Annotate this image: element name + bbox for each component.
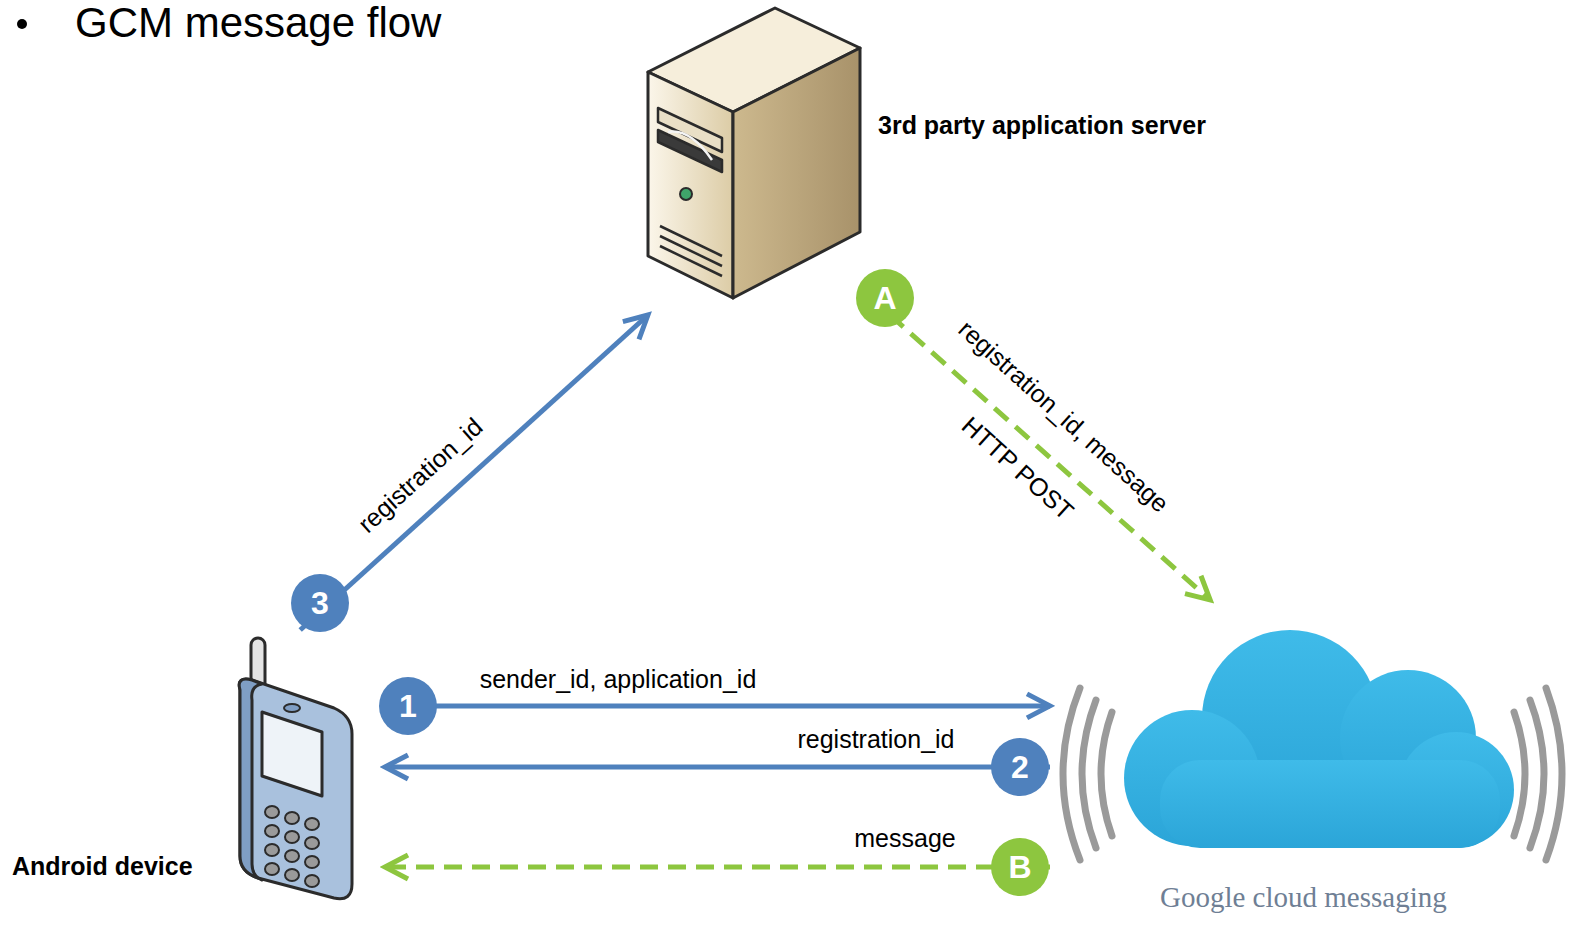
flow-arrow [385, 764, 1050, 769]
node-label: Google cloud messaging [1160, 880, 1447, 914]
edge-label: registration_id [352, 411, 489, 538]
flow-arrow [385, 703, 1050, 708]
server-node: 3rd party application server [640, 5, 905, 315]
cloud-node: Google cloud messaging [1050, 600, 1570, 875]
cloud-icon [1063, 630, 1562, 860]
callout-number: 2 [991, 738, 1049, 796]
callout-number: 3 [291, 574, 349, 632]
edge-label: sender_id, application_id [480, 664, 757, 694]
callout-number: B [991, 838, 1049, 896]
node-label: 3rd party application server [878, 110, 1206, 140]
flow-arrow [385, 865, 1050, 870]
server-icon [648, 8, 860, 298]
callout-number: A [856, 269, 914, 327]
title: GCM message flow [75, 0, 441, 46]
bullet [17, 19, 27, 29]
flow-arrow [890, 315, 1210, 600]
edge-label: registration_id, message [953, 314, 1175, 519]
callout-number: 1 [379, 677, 437, 735]
phone-icon [239, 638, 352, 899]
device-node: Android device [225, 630, 385, 905]
edge-label: registration_id [797, 724, 954, 754]
flow-arrow [300, 315, 648, 630]
node-label: Android device [12, 851, 193, 881]
edge-label: message [854, 823, 955, 853]
